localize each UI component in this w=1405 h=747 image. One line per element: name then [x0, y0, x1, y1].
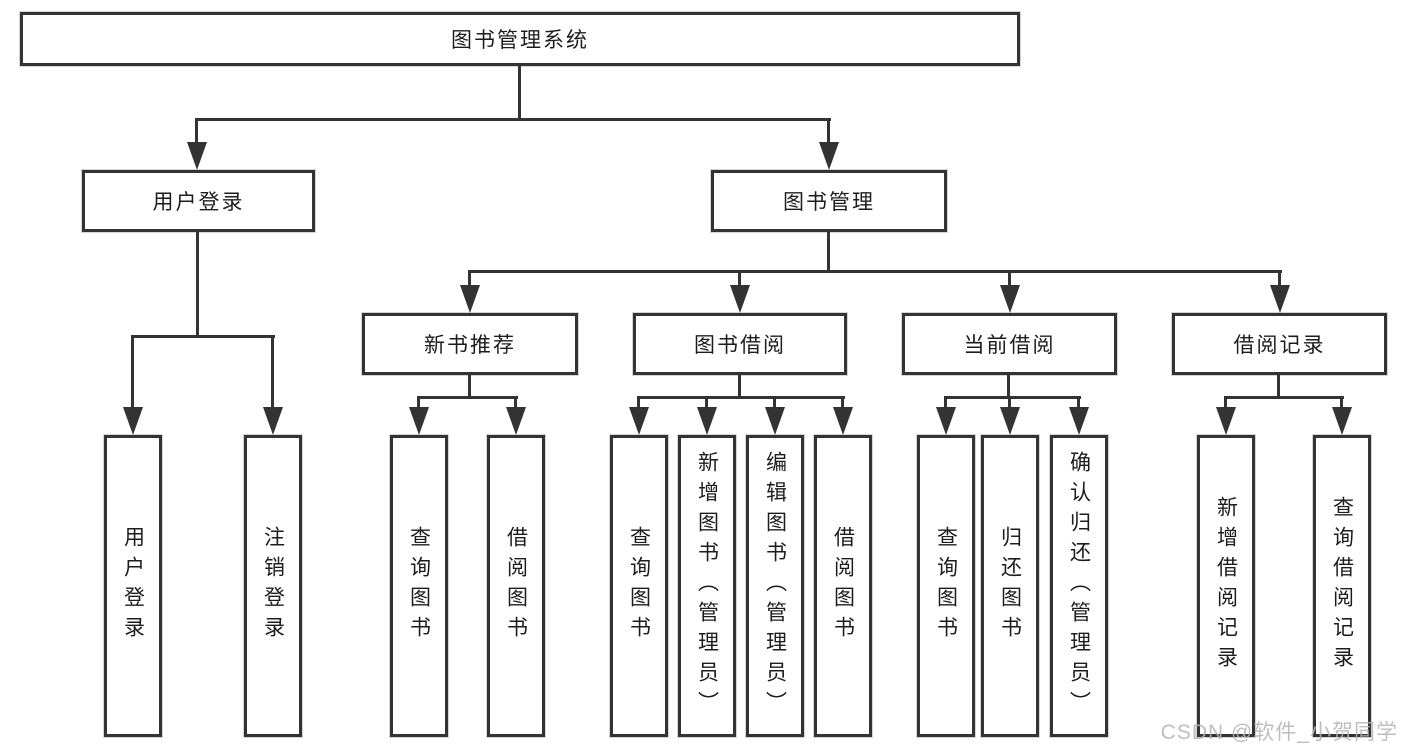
leaf-query-borrow-record: 查询借阅记录 [1313, 435, 1371, 737]
connector-line [417, 396, 420, 409]
connector-line [1277, 375, 1280, 398]
connector-line [827, 118, 830, 146]
arrowhead-down-icon [765, 407, 785, 435]
arrowhead-down-icon [1000, 285, 1020, 313]
node-label: 图书管理系统 [451, 29, 589, 52]
arrowhead-down-icon [1270, 285, 1290, 313]
leaf-borrow-books-1: 借阅图书 [487, 435, 545, 737]
connector-line [1224, 396, 1227, 409]
arrowhead-down-icon [697, 407, 717, 435]
connector-line [131, 335, 275, 338]
leaf-add-borrow-record: 新增借阅记录 [1197, 435, 1255, 737]
connector-line [417, 396, 518, 399]
connector-line [468, 270, 1282, 273]
arrowhead-down-icon [263, 407, 283, 435]
node-new-book-recommend: 新书推荐 [362, 313, 578, 375]
connector-line [1224, 396, 1344, 399]
connector-line [637, 396, 845, 399]
leaf-query-books-3: 查询图书 [917, 435, 975, 737]
leaf-user-login: 用户登录 [104, 435, 162, 737]
node-book-management: 图书管理 [711, 170, 947, 232]
leaf-borrow-books-2: 借阅图书 [814, 435, 872, 737]
connector-line [468, 270, 471, 290]
leaf-label: 查询图书 [934, 526, 958, 646]
connector-line [1077, 396, 1080, 409]
node-label: 新书推荐 [424, 334, 516, 357]
leaf-confirm-return-admin: 确认归还（管理员） [1050, 435, 1108, 737]
arrowhead-down-icon [187, 142, 207, 170]
node-current-borrow: 当前借阅 [902, 313, 1117, 375]
connector-line [841, 396, 844, 409]
leaf-label: 注销登录 [261, 526, 285, 646]
arrowhead-down-icon [1332, 407, 1352, 435]
leaf-label: 用户登录 [121, 526, 145, 646]
node-label: 用户登录 [152, 191, 245, 214]
arrowhead-down-icon [123, 407, 143, 435]
leaf-return-books: 归还图书 [981, 435, 1039, 737]
connector-line [518, 66, 521, 120]
leaf-query-books-1: 查询图书 [390, 435, 448, 737]
leaf-query-books-2: 查询图书 [610, 435, 668, 737]
connector-line [944, 396, 947, 409]
connector-line [637, 396, 640, 409]
leaf-label: 查询图书 [407, 526, 431, 646]
arrowhead-down-icon [819, 142, 839, 170]
arrowhead-down-icon [730, 285, 750, 313]
connector-line [705, 396, 708, 409]
connector-line [1008, 396, 1011, 409]
connector-line [944, 396, 1081, 399]
arrowhead-down-icon [833, 407, 853, 435]
leaf-label: 借阅图书 [831, 526, 855, 646]
arrowhead-down-icon [629, 407, 649, 435]
arrowhead-down-icon [936, 407, 956, 435]
arrowhead-down-icon [1069, 407, 1089, 435]
leaf-label: 查询借阅记录 [1330, 496, 1354, 676]
connector-line [1278, 270, 1281, 290]
csdn-watermark: CSDN @软件_小贺同学 [1160, 721, 1398, 744]
node-book-management-system: 图书管理系统 [20, 12, 1020, 66]
node-label: 图书借阅 [694, 334, 786, 357]
arrowhead-down-icon [1000, 407, 1020, 435]
leaf-label: 借阅图书 [504, 526, 528, 646]
connector-line [131, 335, 134, 409]
node-label: 借阅记录 [1233, 334, 1326, 357]
arrowhead-down-icon [409, 407, 429, 435]
connector-line [827, 232, 830, 272]
connector-line [1340, 396, 1343, 409]
connector-line [773, 396, 776, 409]
connector-line [514, 396, 517, 409]
arrowhead-down-icon [1216, 407, 1236, 435]
connector-line [738, 375, 741, 398]
leaf-add-books-admin: 新增图书（管理员） [678, 435, 736, 737]
node-label: 当前借阅 [963, 334, 1056, 357]
connector-line [195, 118, 198, 146]
leaf-label: 归还图书 [998, 526, 1022, 646]
leaf-label: 确认归还（管理员） [1067, 451, 1091, 721]
connector-line [1007, 375, 1010, 398]
connector-line [196, 118, 831, 121]
leaf-label: 新增借阅记录 [1214, 496, 1238, 676]
connector-line [271, 335, 274, 409]
node-borrow-records: 借阅记录 [1172, 313, 1387, 375]
leaf-label: 编辑图书（管理员） [763, 451, 787, 721]
leaf-label: 查询图书 [627, 526, 651, 646]
leaf-logout: 注销登录 [244, 435, 302, 737]
node-book-borrow: 图书借阅 [633, 313, 847, 375]
connector-line [738, 270, 741, 290]
arrowhead-down-icon [506, 407, 526, 435]
node-label: 图书管理 [783, 191, 875, 214]
node-user-login: 用户登录 [82, 170, 315, 232]
connector-line [1008, 270, 1011, 290]
connector-line [196, 232, 199, 338]
connector-line [468, 375, 471, 398]
leaf-label: 新增图书（管理员） [695, 451, 719, 721]
leaf-edit-books-admin: 编辑图书（管理员） [746, 435, 804, 737]
arrowhead-down-icon [460, 285, 480, 313]
